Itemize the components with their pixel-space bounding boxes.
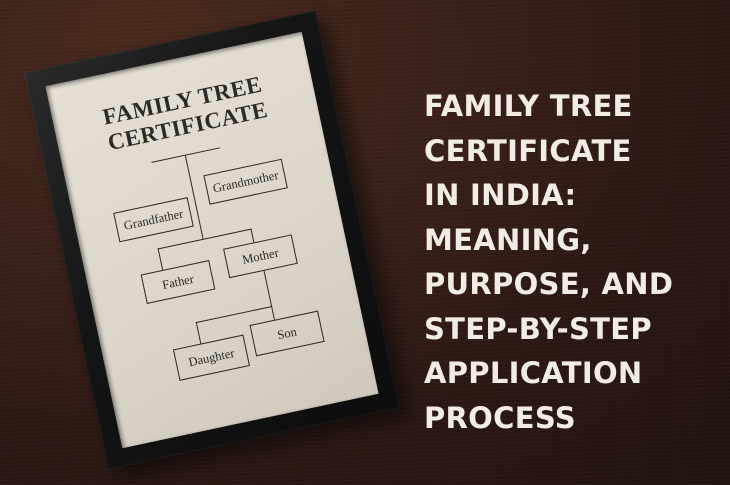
headline-line-6: STEP-BY-STEP — [424, 311, 652, 346]
headline-line-7: APPLICATION — [424, 356, 643, 390]
daughter-label: Daughter — [187, 345, 236, 369]
daughter-box: Daughter — [172, 334, 250, 381]
grandfather-label: Grandfather — [122, 206, 185, 233]
mother-label: Mother — [240, 245, 280, 267]
headline-line-2: CERTIFICATE — [424, 133, 632, 168]
children-connector-line — [195, 305, 273, 324]
family-tree-diagram: Grandfather Grandmother Father Mother Da… — [45, 32, 378, 448]
children-trunk-line — [263, 270, 273, 307]
son-label: Son — [275, 324, 298, 342]
daughter-drop-line — [195, 321, 202, 344]
headline-line-5: PURPOSE, AND — [424, 267, 674, 301]
headline-line-3: IN INDIA: — [424, 178, 577, 212]
grandmother-box: Grandmother — [203, 158, 288, 205]
article-headline: FAMILY TREE CERTIFICATE IN INDIA: MEANIN… — [424, 84, 673, 440]
father-box: Father — [140, 260, 216, 304]
mother-box: Mother — [223, 234, 298, 279]
grandfather-box: Grandfather — [113, 197, 194, 243]
headline-line-4: MEANING, — [424, 222, 592, 257]
certificate-paper: FAMILY TREE CERTIFICATE Grandfather Gran… — [45, 31, 379, 449]
son-drop-line — [271, 305, 276, 320]
father-drop-line — [157, 248, 164, 271]
headline-line-1: FAMILY TREE — [424, 89, 633, 123]
headline-line-8: PROCESS — [424, 400, 576, 435]
mother-drop-line — [250, 228, 255, 243]
grandmother-label: Grandmother — [211, 167, 280, 196]
son-box: Son — [249, 310, 325, 357]
father-label: Father — [160, 271, 195, 292]
